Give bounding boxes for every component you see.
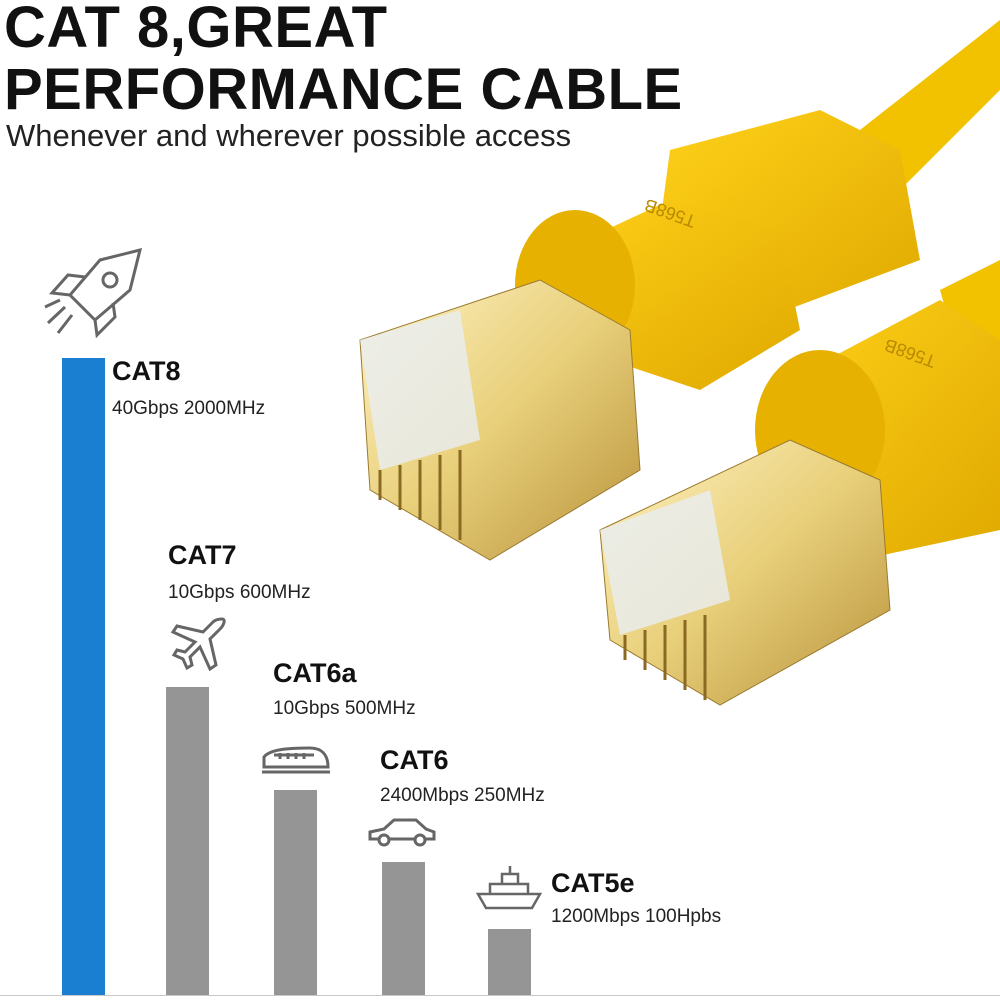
title-line-2: PERFORMANCE CABLE	[4, 57, 683, 122]
title-line-1: CAT 8,GREAT	[4, 0, 388, 60]
category-spec: 10Gbps 600MHz	[168, 582, 311, 603]
bar-cat7	[166, 687, 209, 995]
category-spec: 1200Mbps 100Hpbs	[551, 906, 722, 927]
baseline-divider	[0, 995, 1000, 996]
category-spec: 40Gbps 2000MHz	[112, 398, 266, 419]
bar-cat8	[62, 358, 105, 995]
ship-icon	[476, 866, 542, 910]
bar-cat6	[382, 862, 425, 995]
car-icon	[368, 818, 436, 847]
category-name: CAT6a	[273, 658, 357, 688]
category-name: CAT7	[168, 540, 237, 570]
subtitle: Whenever and wherever possible access	[6, 118, 572, 153]
category-spec: 10Gbps 500MHz	[273, 698, 416, 719]
category-name: CAT5e	[551, 868, 635, 898]
train-icon	[262, 746, 330, 774]
bar-cat5e	[488, 929, 531, 995]
airplane-icon	[170, 617, 226, 672]
cable-connectors-image: T568B T568B	[359, 20, 1000, 706]
category-spec: 2400Mbps 250MHz	[380, 785, 545, 806]
rocket-icon	[44, 247, 143, 339]
category-name: CAT6	[380, 745, 449, 775]
category-name: CAT8	[112, 356, 181, 386]
bar-cat6a	[274, 790, 317, 995]
